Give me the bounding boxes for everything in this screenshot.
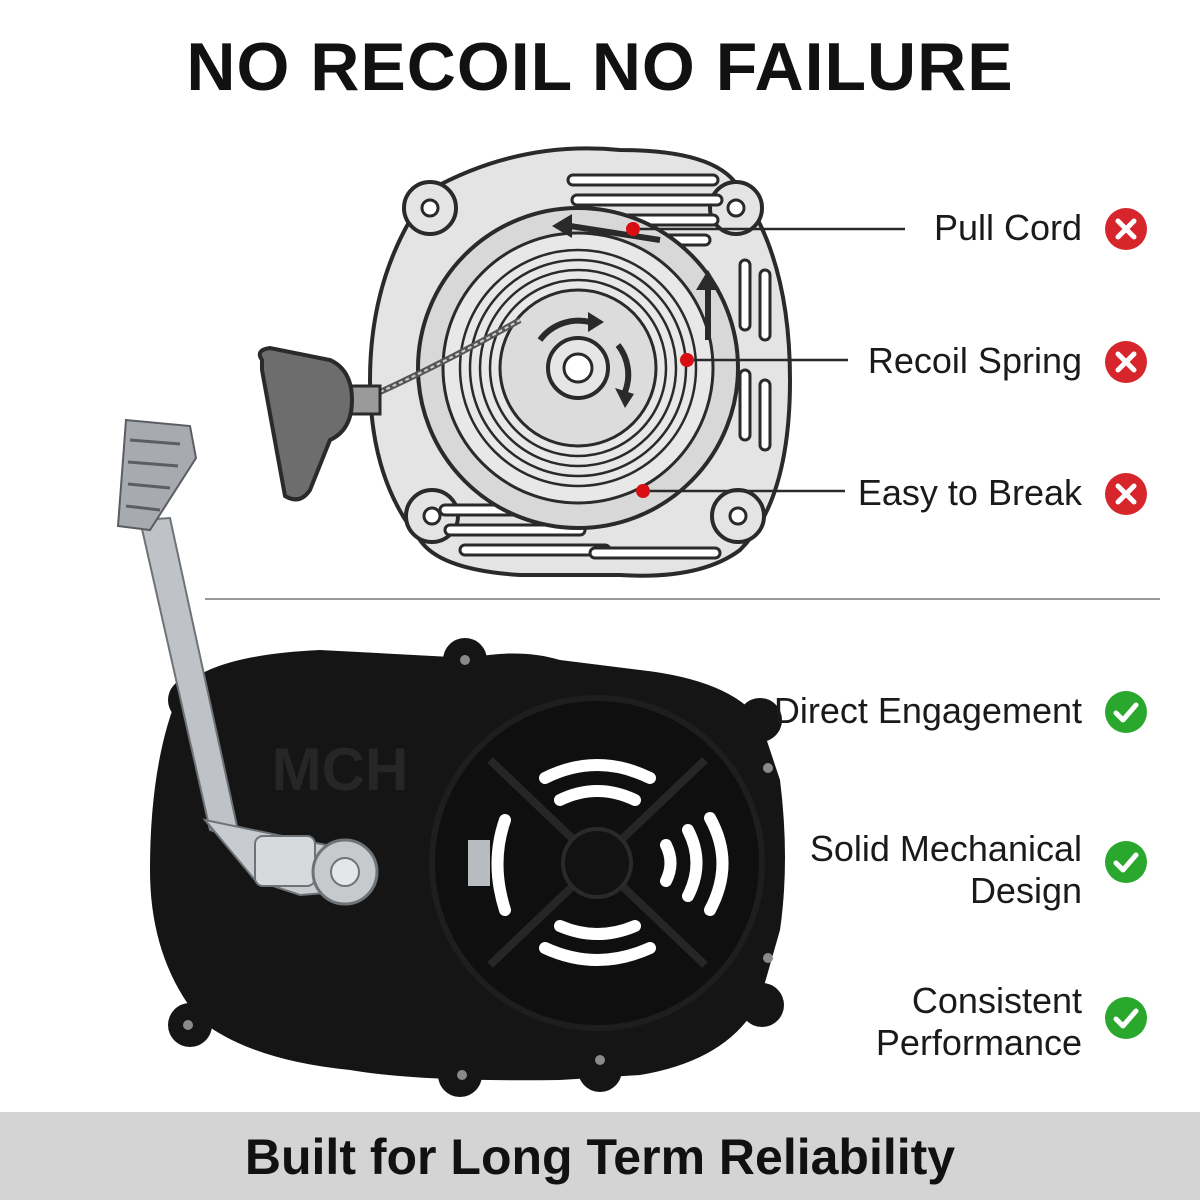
recoil-starter-diagram xyxy=(257,146,905,578)
check-circle-icon xyxy=(1105,841,1147,883)
pros-label-line: Solid Mechanical xyxy=(809,828,1082,869)
pros-label-line: Performance xyxy=(875,1022,1082,1064)
check-circle-icon xyxy=(1105,691,1147,733)
x-circle-icon xyxy=(1105,208,1147,250)
pros-label-consistent-performance: Consistent Performance xyxy=(876,980,1082,1065)
pros-label-line: Design xyxy=(969,870,1082,912)
footer-banner: Built for Long Term Reliability xyxy=(0,1112,1200,1200)
pros-label-direct-engagement: Direct Engagement xyxy=(773,690,1082,731)
x-circle-icon xyxy=(1105,473,1147,515)
section-divider xyxy=(205,598,1160,600)
check-circle-icon xyxy=(1105,997,1147,1039)
pros-label-line: Consistent xyxy=(911,980,1082,1021)
cons-label-easy-to-break: Easy to Break xyxy=(857,472,1082,513)
kick-starter-product: MCH xyxy=(116,418,785,1097)
pros-label-solid-mechanical-design: Solid Mechanical Design xyxy=(810,828,1082,913)
x-circle-icon xyxy=(1105,341,1147,383)
brand-logo: MCH xyxy=(272,736,409,803)
footer-text: Built for Long Term Reliability xyxy=(244,1129,956,1185)
page-title: NO RECOIL NO FAILURE xyxy=(186,29,1014,105)
cons-label-recoil-spring: Recoil Spring xyxy=(867,340,1082,381)
cons-label-pull-cord: Pull Cord xyxy=(933,207,1082,248)
